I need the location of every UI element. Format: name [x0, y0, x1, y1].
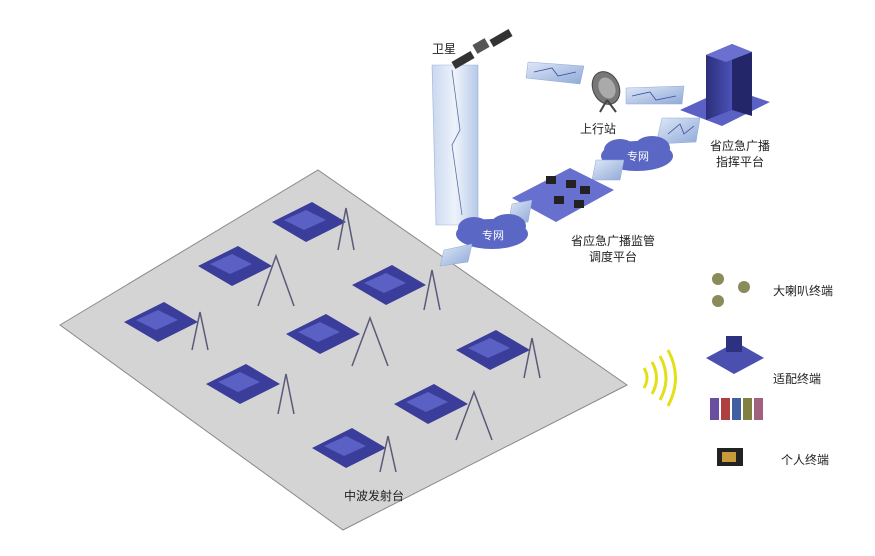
village-house — [394, 384, 468, 424]
broadcast-tower — [379, 435, 397, 473]
village-house — [312, 428, 386, 468]
broadcast-tower — [455, 389, 493, 441]
broadcast-tower — [423, 269, 441, 311]
satellite-beam — [431, 64, 479, 226]
broadcast-tower — [277, 373, 295, 415]
village-house — [272, 202, 346, 242]
village-house — [286, 314, 360, 354]
uplink-station-label: 上行站 — [580, 122, 617, 136]
private-net-top-label: 专网 — [627, 150, 649, 163]
adapter-terminal-label: 适配终端 — [773, 372, 822, 386]
private-net-cloud-top — [601, 136, 673, 171]
link-satellite-uplink — [525, 61, 585, 85]
signal-wave-icon — [642, 349, 677, 407]
private-net-cloud-left — [456, 214, 528, 249]
supervision-platform-label: 省应急广播监管 调度平台 — [558, 233, 668, 265]
link-uplink-command — [625, 85, 685, 105]
supervision-platform-label-line2: 调度平台 — [588, 250, 637, 264]
uplink-dish-icon — [591, 71, 621, 113]
adapter-terminal-icon — [706, 336, 764, 374]
private-net-left-label: 专网 — [482, 229, 504, 242]
broadcast-tower — [191, 311, 209, 351]
radio-icon — [717, 448, 743, 466]
broadcast-tower — [337, 207, 355, 251]
command-platform-label: 省应急广播 指挥平台 — [700, 138, 780, 170]
broadcast-tower — [351, 315, 389, 367]
mw-transmitter-label: 中波发射台 — [344, 489, 405, 503]
beam-lightning — [451, 69, 463, 216]
satellite-label: 卫星 — [432, 42, 457, 56]
broadcast-tower — [257, 253, 295, 307]
village-house — [198, 246, 272, 286]
command-building-icon — [680, 44, 770, 126]
command-platform-label-line2: 指挥平台 — [715, 155, 764, 169]
command-platform-label-line1: 省应急广播 — [709, 139, 770, 153]
village-house — [124, 302, 198, 342]
loudspeaker-icon — [712, 273, 750, 307]
ground-plane — [59, 169, 628, 531]
link-command-cloud — [655, 117, 701, 145]
supervision-platform-label-line1: 省应急广播监管 — [570, 234, 655, 248]
personal-terminal-label: 个人终端 — [781, 453, 830, 467]
loudspeaker-terminal-label: 大喇叭终端 — [773, 284, 834, 298]
broadcast-tower — [523, 337, 541, 379]
satellite-icon — [451, 29, 513, 69]
village-house — [456, 330, 530, 370]
village-house — [352, 265, 426, 305]
people-icon — [710, 398, 763, 420]
village-house — [206, 364, 280, 404]
supervision-platform-icon — [512, 168, 614, 222]
